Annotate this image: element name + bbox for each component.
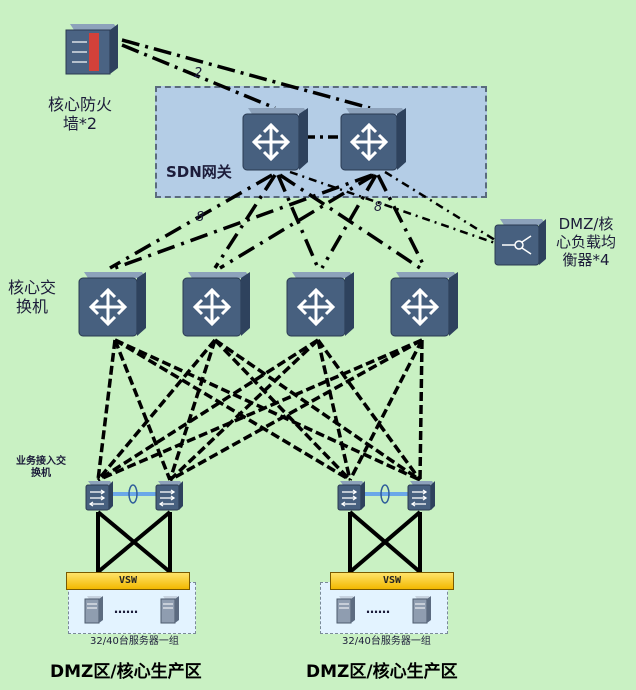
server-icon <box>84 594 104 624</box>
access-switch-icon <box>154 478 184 512</box>
core-switch-icon <box>180 268 252 340</box>
access-switch-label: 业务接入交换机 <box>16 456 66 479</box>
link-gw1-lb <box>289 170 496 245</box>
router-icon <box>240 104 310 174</box>
core-switch-icon <box>76 268 148 340</box>
zone-name-right: DMZ区/核心生产区 <box>306 662 458 682</box>
access-switch-icon <box>84 478 114 512</box>
core-switch-label: 核心交换机 <box>8 278 57 317</box>
link-fw-gw2 <box>121 38 371 110</box>
link-count-right: 8 <box>374 200 383 215</box>
server-icon <box>336 594 356 624</box>
access-switch-icon <box>406 478 436 512</box>
server-icon <box>412 594 432 624</box>
core-switch-icon <box>284 268 356 340</box>
server-ellipsis-left: …… <box>114 602 138 616</box>
server-caption-left: 32/40台服务器一组 <box>90 636 179 647</box>
link-fw-gw1 <box>121 43 276 110</box>
link-count-left: 8 <box>196 210 205 225</box>
zone-name-left: DMZ区/核心生产区 <box>50 662 202 682</box>
link-count-fw: 2 <box>194 66 203 81</box>
server-ellipsis-right: …… <box>366 602 390 616</box>
sdn-gateway-region <box>155 86 487 198</box>
stack-links <box>110 484 408 504</box>
load-balancer-icon <box>492 215 548 267</box>
link-gw2-lb <box>384 170 496 242</box>
core-switch-icon <box>388 268 460 340</box>
access-vsw-links <box>96 510 422 574</box>
load-balancer-label: DMZ/核心负载均衡器*4 <box>556 215 617 269</box>
router-icon <box>338 104 408 174</box>
access-switch-icon <box>336 478 366 512</box>
core-firewall-label: 核心防火墙*2 <box>48 95 113 134</box>
server-icon <box>160 594 180 624</box>
vsw-bar-right: VSW <box>330 572 454 590</box>
core-firewall-icon <box>62 20 122 76</box>
sdn-gateway-label: SDN网关 <box>166 163 232 181</box>
server-caption-right: 32/40台服务器一组 <box>342 636 431 647</box>
core-access-mesh <box>96 338 424 482</box>
vsw-bar-left: VSW <box>66 572 190 590</box>
